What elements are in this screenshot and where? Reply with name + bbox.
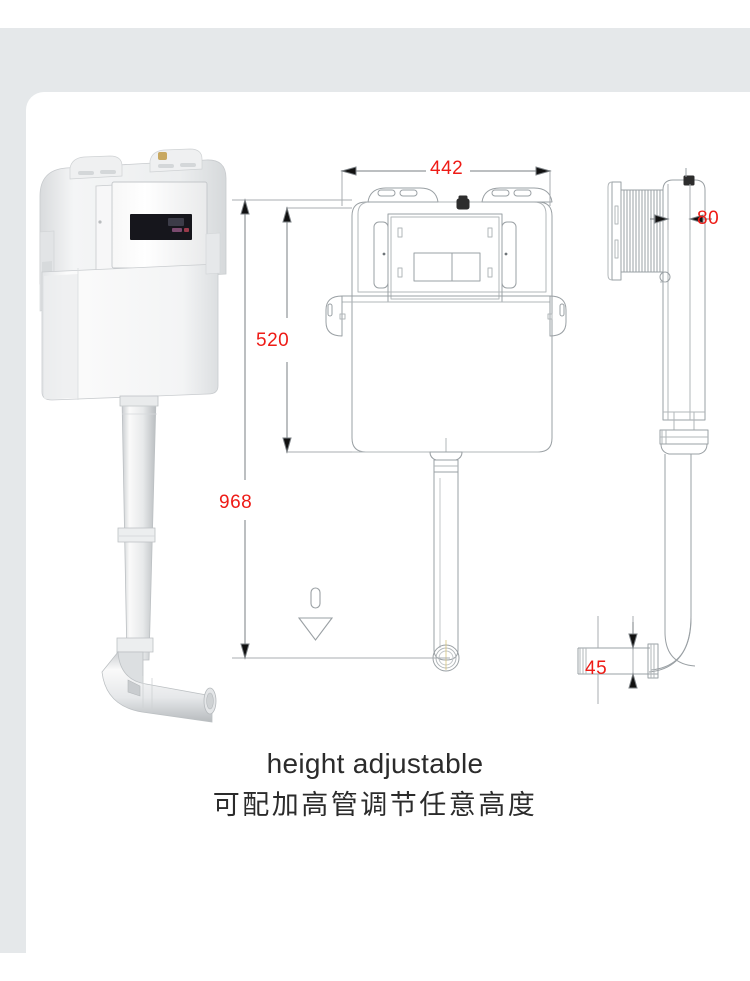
- side-outlet-taper: [660, 443, 708, 455]
- photo-flush-plate: [111, 181, 208, 269]
- photo-cistern-body: [41, 263, 219, 401]
- side-outlet-flange: [647, 643, 659, 679]
- dimension-label-width: 442: [430, 158, 464, 179]
- dimension-label-depth: 80: [697, 208, 720, 229]
- front-flush-button-small: [451, 252, 481, 282]
- photo-pipe-clip: [127, 679, 141, 697]
- front-dimension-lines: [232, 166, 552, 660]
- photo-pipe-telescopic-joint: [117, 527, 156, 543]
- side-plate-face: [611, 181, 622, 281]
- dimension-label-overall-height: 968: [219, 492, 253, 513]
- photo-outlet-pipe: [101, 650, 217, 723]
- side-tank-outline: [662, 179, 706, 421]
- front-ear-right: [549, 295, 567, 337]
- photo-right-recess: [205, 232, 221, 275]
- front-lug-right: [481, 187, 553, 203]
- photo-pipe-collar-top: [119, 395, 159, 407]
- caption-english: height adjustable: [266, 748, 484, 779]
- dimension-label-cistern-height: 520: [256, 330, 290, 351]
- photo-inlet-fitting: [158, 152, 167, 160]
- caption-chinese: 可配加高管调节任意高度: [212, 790, 538, 821]
- photo-pipe-collar-lower: [116, 637, 154, 653]
- side-inlet-fitting: [683, 175, 695, 186]
- front-cistern-outline: [351, 201, 553, 453]
- front-panel-right: [501, 221, 517, 289]
- front-lug-left: [367, 187, 439, 203]
- photo-down-pipe: [116, 395, 159, 661]
- front-panel-left: [373, 221, 389, 289]
- side-bellows: [620, 189, 664, 273]
- dimension-label-outlet-height: 45: [585, 658, 608, 679]
- side-outlet-collar: [659, 429, 709, 445]
- front-ear-left: [325, 295, 343, 337]
- side-elbow-inner: [664, 631, 696, 667]
- side-dimension-lines: [597, 184, 712, 704]
